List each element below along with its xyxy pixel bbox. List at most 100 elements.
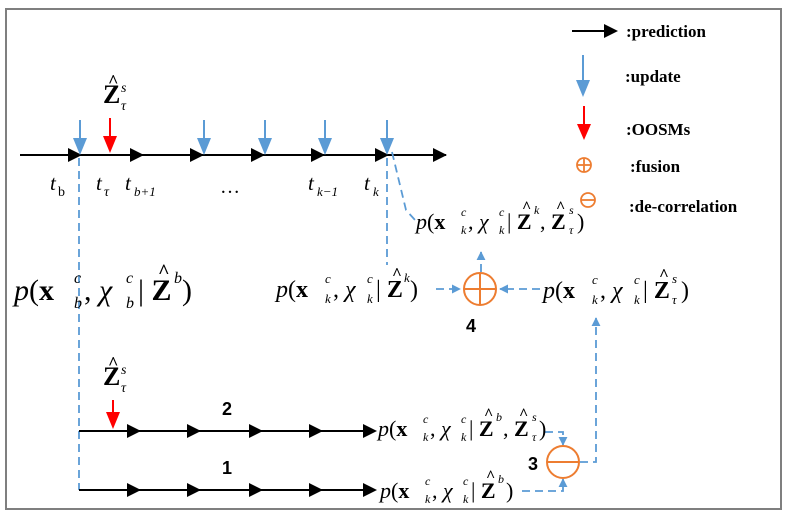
svg-text:p(x: p(x (414, 209, 445, 234)
dashed-connections (78, 151, 601, 492)
svg-text:τ: τ (121, 99, 127, 114)
svg-text:p(x: p(x (274, 277, 308, 303)
svg-text:k: k (592, 292, 598, 307)
svg-text:k: k (373, 184, 379, 199)
timeline-oosm-arrow (103, 118, 117, 153)
svg-text:, χ: , χ (468, 209, 490, 234)
oosm-measurement-label-path2: Z ^ s τ (103, 353, 127, 396)
legend-oosm-arrowhead (577, 124, 591, 140)
time-label-ellipsis: … (220, 176, 240, 198)
svg-text:b: b (58, 185, 65, 200)
svg-text:s: s (672, 271, 677, 286)
path2-timeline (79, 424, 377, 438)
svg-text:b: b (174, 270, 182, 287)
svg-text:^: ^ (108, 353, 118, 373)
density-path1: p(x c k , χ c k | Z ^ b ) (378, 468, 513, 506)
svg-text:k−1: k−1 (317, 184, 338, 199)
svg-text:b+1: b+1 (134, 184, 156, 199)
svg-text:): ) (182, 274, 192, 307)
svg-text:b: b (126, 295, 134, 312)
svg-text:s: s (121, 81, 127, 96)
timeline-arrowhead (68, 148, 82, 162)
svg-text:s: s (569, 203, 574, 217)
svg-text:c: c (423, 412, 429, 426)
svg-text:| Z: | Z (376, 277, 403, 303)
svg-text:k: k (463, 492, 469, 506)
svg-text:| Z: | Z (469, 416, 494, 441)
svg-text:, χ: , χ (333, 277, 357, 303)
svg-text:c: c (634, 272, 640, 287)
svg-text:| Z: | Z (138, 274, 172, 307)
svg-text:| Z: | Z (471, 478, 496, 503)
decorrelation-node-label: 3 (528, 454, 538, 474)
legend-oosm-label: :OOSMs (626, 120, 691, 139)
svg-text:^: ^ (392, 264, 402, 283)
svg-text:s: s (121, 363, 127, 378)
svg-text:^: ^ (484, 406, 493, 423)
svg-text:^: ^ (486, 468, 495, 485)
svg-text:c: c (461, 205, 467, 219)
svg-text:, χ: , χ (432, 478, 454, 503)
svg-text:, Z: , Z (540, 209, 566, 234)
svg-text:c: c (74, 270, 81, 287)
path1-label: 1 (222, 458, 232, 478)
svg-text:): ) (681, 278, 689, 304)
svg-text:s: s (532, 410, 537, 424)
legend-fusion-icon (576, 157, 592, 173)
density-prior-k: p(x c k , χ c k | Z ^ k ) (274, 264, 418, 306)
legend-update-arrowhead (576, 80, 590, 97)
svg-text:, χ: , χ (84, 274, 113, 307)
density-path2: p(x c k , χ c k | Z ^ b , Z ^ s τ ) (376, 406, 546, 444)
density-prior-b: p(x c b , χ c b | Z ^ b ) (12, 261, 192, 312)
svg-text:t: t (308, 171, 315, 195)
svg-text:c: c (463, 474, 469, 488)
svg-text:): ) (577, 209, 584, 234)
svg-text:k: k (367, 291, 373, 306)
legend-fusion-label: :fusion (630, 157, 681, 176)
svg-text:t: t (364, 171, 371, 195)
density-decorrelated: p(x c k , χ c k | Z ^ s τ ) (541, 265, 689, 307)
svg-text:τ: τ (121, 381, 127, 396)
svg-text:τ: τ (532, 430, 537, 444)
svg-text:p(x: p(x (376, 416, 407, 441)
svg-text:^: ^ (522, 199, 531, 216)
svg-text:c: c (425, 474, 431, 488)
svg-text:, χ: , χ (430, 416, 452, 441)
legend-decorrelation-label: :de-correlation (629, 197, 738, 216)
svg-text:τ: τ (672, 292, 678, 307)
svg-text:): ) (506, 478, 513, 503)
svg-text:): ) (410, 277, 418, 303)
svg-text:^: ^ (659, 265, 669, 284)
svg-text:k: k (404, 270, 410, 285)
svg-text:τ: τ (104, 185, 110, 200)
main-timeline (20, 148, 447, 162)
svg-text:k: k (325, 291, 331, 306)
svg-text:k: k (425, 492, 431, 506)
svg-text:t: t (96, 171, 103, 195)
timeline-update-arrows (73, 120, 394, 155)
svg-text:^: ^ (556, 199, 565, 216)
svg-text:): ) (539, 416, 546, 441)
svg-text:t: t (50, 171, 57, 195)
svg-text:c: c (367, 271, 373, 286)
svg-text:^: ^ (108, 71, 118, 91)
frame-border (5, 8, 782, 510)
svg-text:b: b (74, 295, 82, 312)
decorrelation-node (546, 445, 580, 479)
svg-text:k: k (499, 223, 505, 237)
svg-text:c: c (499, 205, 505, 219)
svg-text:k: k (461, 223, 467, 237)
oosm-measurement-label-top: Z ^ s τ (103, 71, 127, 114)
path2-label: 2 (222, 399, 232, 419)
svg-text:c: c (461, 412, 467, 426)
svg-text:Z: Z (103, 80, 120, 109)
svg-text:b: b (496, 410, 502, 424)
svg-text:k: k (423, 430, 429, 444)
svg-text:k: k (634, 292, 640, 307)
legend-prediction-label: :prediction (626, 22, 707, 41)
svg-text:Z: Z (103, 362, 120, 391)
